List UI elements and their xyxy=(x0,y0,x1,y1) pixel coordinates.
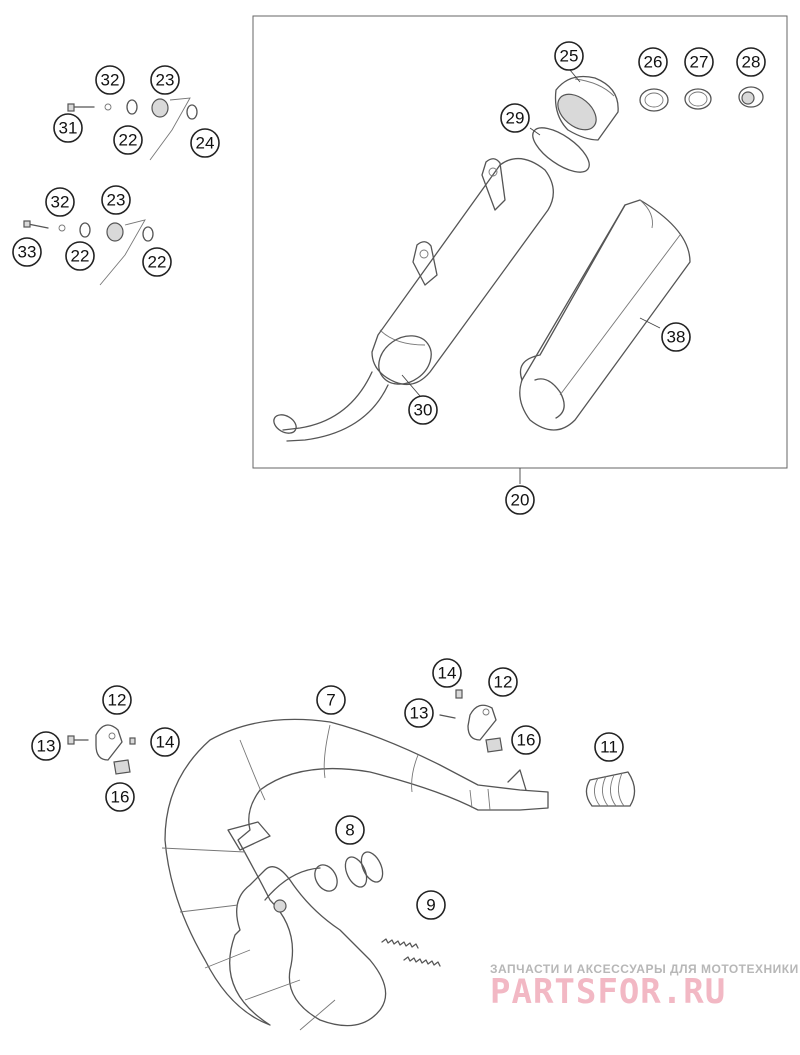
svg-text:33: 33 xyxy=(18,243,37,262)
bracket-set-right xyxy=(439,689,503,753)
callout-25: 25 xyxy=(554,41,584,71)
ring-27 xyxy=(684,88,712,110)
watermark: ЗАПЧАСТИ И АКСЕССУАРЫ ДЛЯ МОТОТЕХНИКИ PA… xyxy=(490,962,799,1012)
callouts: 32 23 31 22 24 32 23 33 22 22 25 26 27 2… xyxy=(12,41,766,920)
callout-22-c: 22 xyxy=(142,247,172,277)
svg-text:12: 12 xyxy=(108,691,127,710)
callout-8: 8 xyxy=(335,815,365,845)
callout-16-b: 16 xyxy=(511,725,541,755)
silencer-body xyxy=(273,158,554,442)
callout-12-a: 12 xyxy=(102,685,132,715)
callout-32-a: 32 xyxy=(95,65,125,95)
svg-text:22: 22 xyxy=(148,253,167,272)
svg-text:22: 22 xyxy=(119,131,138,150)
svg-text:12: 12 xyxy=(494,673,513,692)
svg-text:20: 20 xyxy=(511,491,530,510)
svg-text:27: 27 xyxy=(690,53,709,72)
leader-lines xyxy=(401,69,661,397)
callout-16-a: 16 xyxy=(105,782,135,812)
mount-set-upper xyxy=(67,97,198,161)
svg-text:23: 23 xyxy=(156,71,175,90)
callout-22-a: 22 xyxy=(113,125,143,155)
o-ring-8a xyxy=(344,856,368,888)
callout-23-a: 23 xyxy=(150,65,180,95)
end-cap xyxy=(554,75,619,141)
svg-text:ЗАПЧАСТИ И АКСЕССУАРЫ ДЛЯ МОТО: ЗАПЧАСТИ И АКСЕССУАРЫ ДЛЯ МОТОТЕХНИКИ xyxy=(490,962,799,976)
callout-29: 29 xyxy=(500,103,530,133)
callout-13-b: 13 xyxy=(404,698,434,728)
bracket-set-left xyxy=(67,724,136,775)
svg-text:16: 16 xyxy=(517,731,536,750)
callout-13-a: 13 xyxy=(31,731,61,761)
o-ring-8b xyxy=(360,851,384,883)
svg-text:13: 13 xyxy=(37,737,56,756)
svg-text:31: 31 xyxy=(59,119,78,138)
callout-31: 31 xyxy=(53,113,83,143)
callout-12-b: 12 xyxy=(488,667,518,697)
bushing-28 xyxy=(738,86,764,108)
callout-14-b: 14 xyxy=(432,658,462,688)
svg-text:28: 28 xyxy=(742,53,761,72)
mount-set-lower xyxy=(23,219,154,286)
callout-23-b: 23 xyxy=(101,185,131,215)
svg-text:13: 13 xyxy=(410,704,429,723)
rubber-sleeve xyxy=(585,771,636,807)
callout-24: 24 xyxy=(190,128,220,158)
svg-text:23: 23 xyxy=(107,191,126,210)
svg-text:29: 29 xyxy=(506,109,525,128)
silencer-packing xyxy=(519,199,691,431)
callout-32-b: 32 xyxy=(45,187,75,217)
callout-33: 33 xyxy=(12,237,42,267)
svg-text:22: 22 xyxy=(71,247,90,266)
svg-text:32: 32 xyxy=(101,71,120,90)
svg-text:8: 8 xyxy=(345,821,354,840)
svg-text:16: 16 xyxy=(111,788,130,807)
svg-text:26: 26 xyxy=(644,53,663,72)
svg-text:9: 9 xyxy=(426,896,435,915)
svg-text:PARTSFOR.RU: PARTSFOR.RU xyxy=(490,972,726,1012)
svg-text:25: 25 xyxy=(560,47,579,66)
callout-22-b: 22 xyxy=(65,241,95,271)
callout-28: 28 xyxy=(736,47,766,77)
spring-9b xyxy=(403,956,441,967)
svg-text:14: 14 xyxy=(438,664,457,683)
callout-7: 7 xyxy=(316,685,346,715)
svg-text:38: 38 xyxy=(667,328,686,347)
callout-11: 11 xyxy=(594,732,624,762)
svg-text:30: 30 xyxy=(414,401,433,420)
exhaust-pipe xyxy=(161,718,549,1031)
spring-9a xyxy=(381,938,419,949)
svg-text:32: 32 xyxy=(51,193,70,212)
svg-text:24: 24 xyxy=(196,134,215,153)
callout-27: 27 xyxy=(684,47,714,77)
callout-9: 9 xyxy=(416,890,446,920)
callout-20: 20 xyxy=(505,485,535,515)
callout-38: 38 xyxy=(661,322,691,352)
svg-text:14: 14 xyxy=(156,733,175,752)
callout-14-a: 14 xyxy=(150,727,180,757)
callout-26: 26 xyxy=(638,47,668,77)
svg-text:7: 7 xyxy=(326,691,335,710)
callout-30: 30 xyxy=(408,395,438,425)
ring-26 xyxy=(639,88,669,112)
svg-text:11: 11 xyxy=(600,738,618,757)
